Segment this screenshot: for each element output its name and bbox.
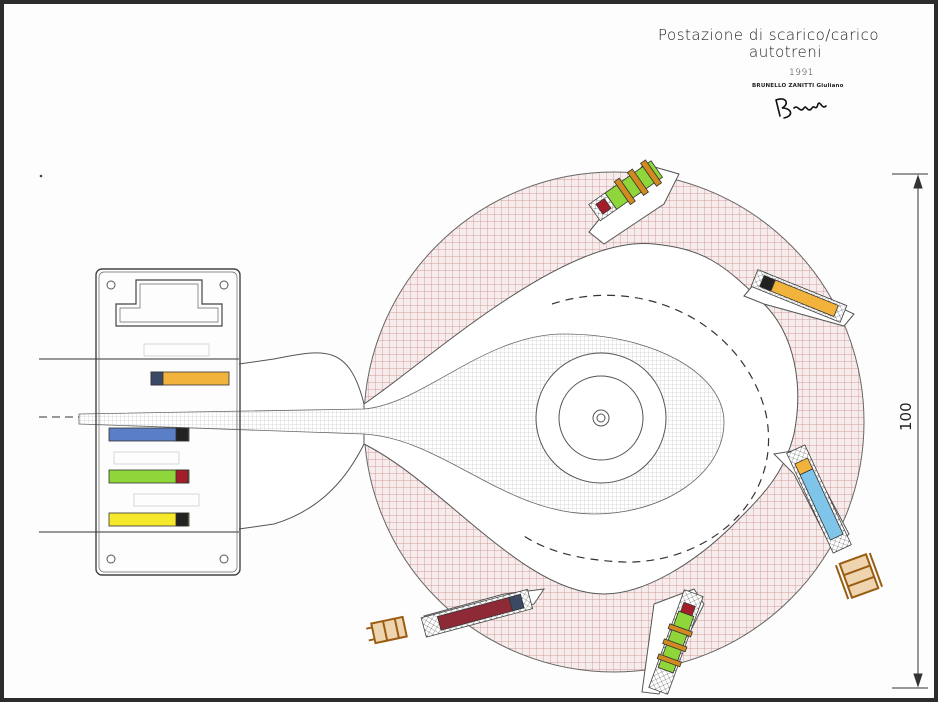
bay-truck-south-east (648, 589, 704, 695)
bay-truck-north (588, 159, 664, 222)
parked-trailer-green (108, 469, 190, 484)
approach-road (238, 352, 365, 530)
gatehouse-outline (115, 279, 223, 327)
drawing-authors: BRUNELLO ZANITTI Giuliano (752, 83, 844, 89)
signature (775, 98, 827, 119)
ghost-trailer-outlines (113, 343, 210, 507)
parked-trailer-blue (108, 427, 190, 442)
parked-trailer-orange (150, 371, 230, 386)
dashed-turning-path (523, 294, 770, 563)
dimension-line (892, 173, 928, 689)
plaza-corner-markers (106, 280, 229, 564)
site-plan-drawing (39, 98, 928, 695)
entrance-plaza-inner (98, 271, 238, 573)
bay-truck-south (420, 588, 534, 638)
entrance-plaza (95, 268, 241, 576)
bay-truck-east (786, 444, 852, 554)
drawing-title: Postazione di scarico/carico (658, 26, 880, 44)
gatehouse-outline-inner (119, 283, 219, 323)
drawing-subtitle: autotreni (749, 43, 822, 61)
drawing-year: 1991 (789, 68, 814, 78)
forklift-left (366, 615, 408, 645)
stray-mark (39, 174, 43, 178)
parked-trailer-yellow (108, 512, 190, 527)
roundabout-center-dot (596, 413, 606, 423)
bay-truck-north-east (750, 269, 848, 323)
dimension-label: 100 (897, 402, 915, 431)
forklift-right (834, 552, 884, 600)
